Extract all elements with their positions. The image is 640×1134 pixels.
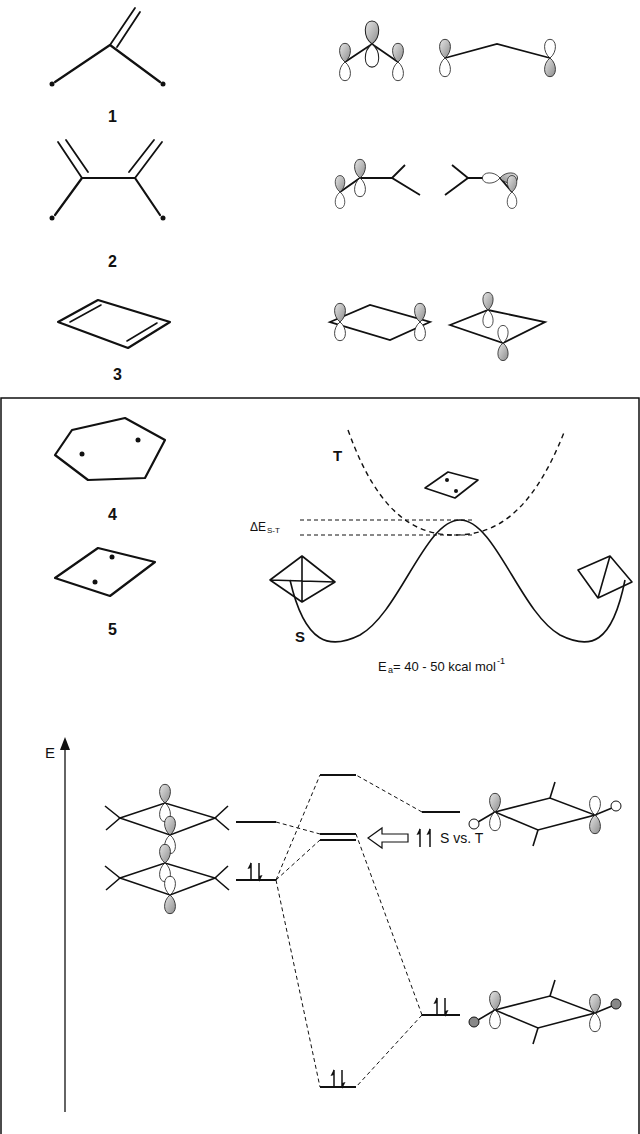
diagram-label: ΔE (250, 521, 266, 533)
diagram-label: S (295, 629, 305, 644)
diagram-label: a (388, 666, 393, 675)
diagram-label: T (333, 448, 342, 463)
diagram-label: 5 (108, 622, 117, 638)
diagram-label: -1 (497, 657, 505, 666)
diagram-label: 1 (108, 109, 117, 125)
diagram-label: E (45, 745, 55, 760)
diagram-label: = 40 - 50 kcal mol (393, 660, 496, 673)
diagram-label: 4 (108, 507, 117, 523)
diagram-label: 3 (113, 367, 122, 383)
diagram-label: S-T (267, 527, 280, 535)
diagram-label: E (378, 660, 387, 673)
diagram-label: S vs. T (440, 831, 483, 845)
diagram-label: 2 (108, 254, 117, 270)
